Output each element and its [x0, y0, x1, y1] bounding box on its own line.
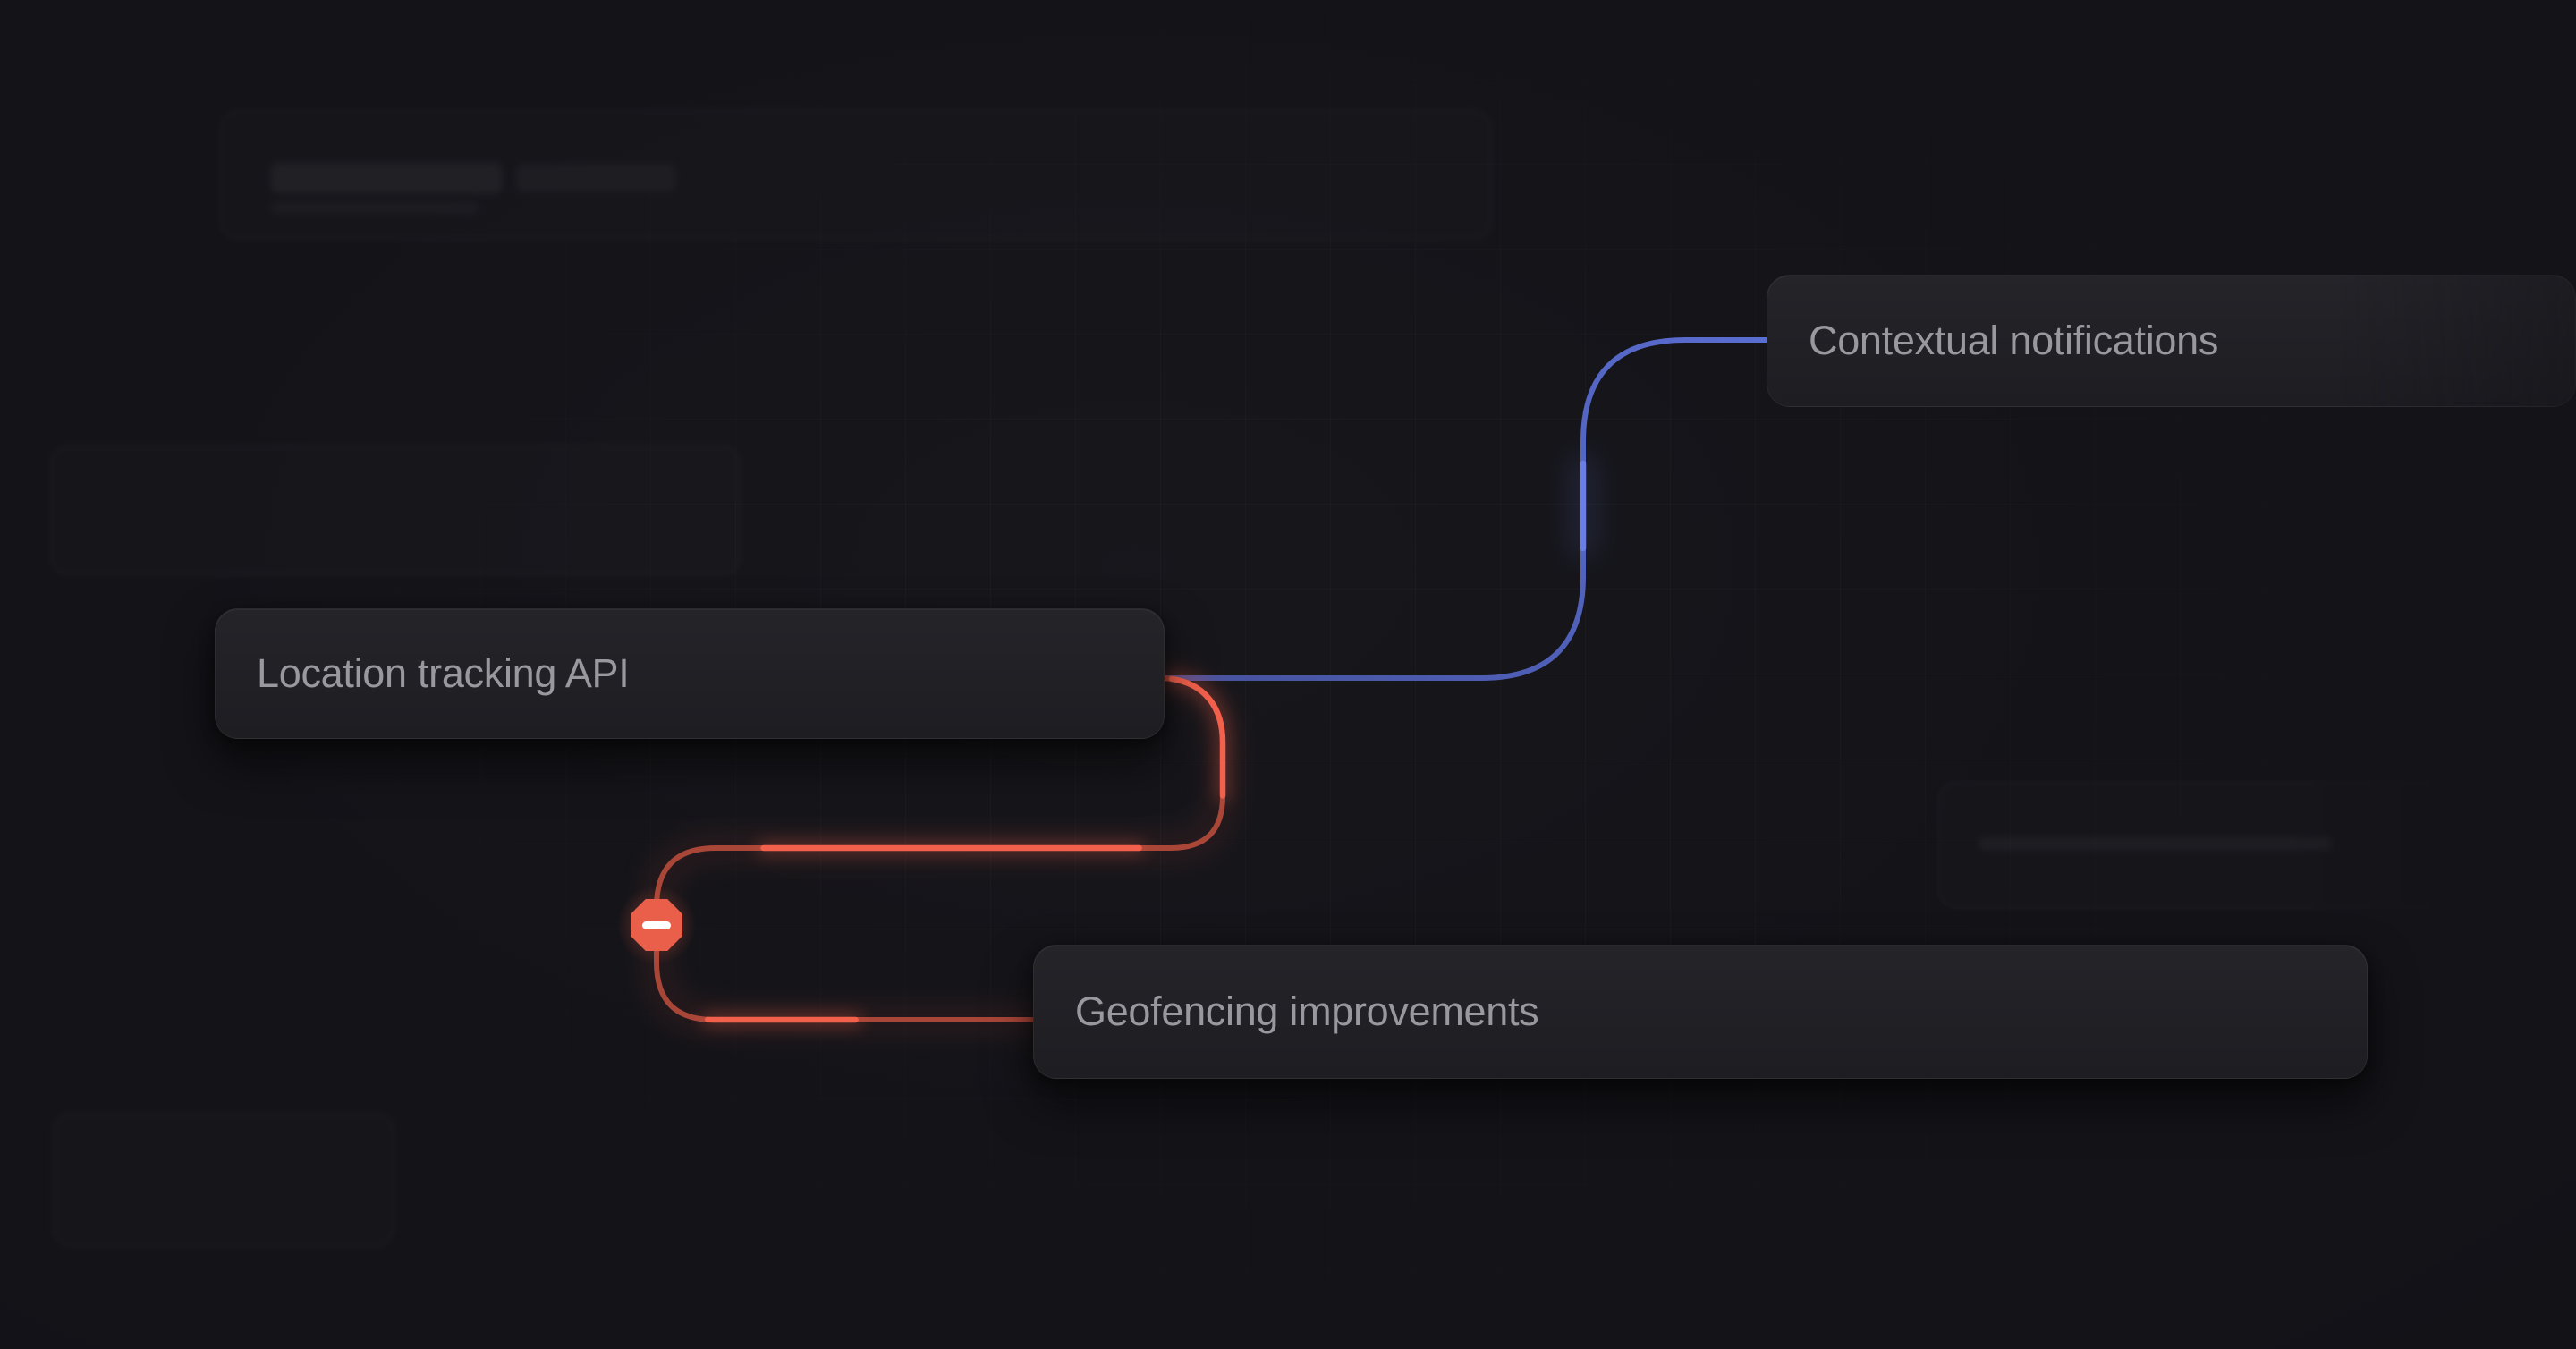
minus-icon	[642, 921, 671, 929]
node-label: Contextual notifications	[1809, 318, 2219, 363]
node-geofencing-improvements[interactable]: Geofencing improvements	[1033, 945, 2368, 1079]
node-contextual-notifications[interactable]: Contextual notifications	[1767, 275, 2576, 407]
connector-blue[interactable]	[1154, 331, 1778, 687]
blocked-badge[interactable]	[631, 899, 682, 951]
node-location-tracking-api[interactable]: Location tracking API	[215, 608, 1165, 739]
node-label: Location tracking API	[257, 650, 630, 696]
node-label: Geofencing improvements	[1075, 988, 1539, 1034]
